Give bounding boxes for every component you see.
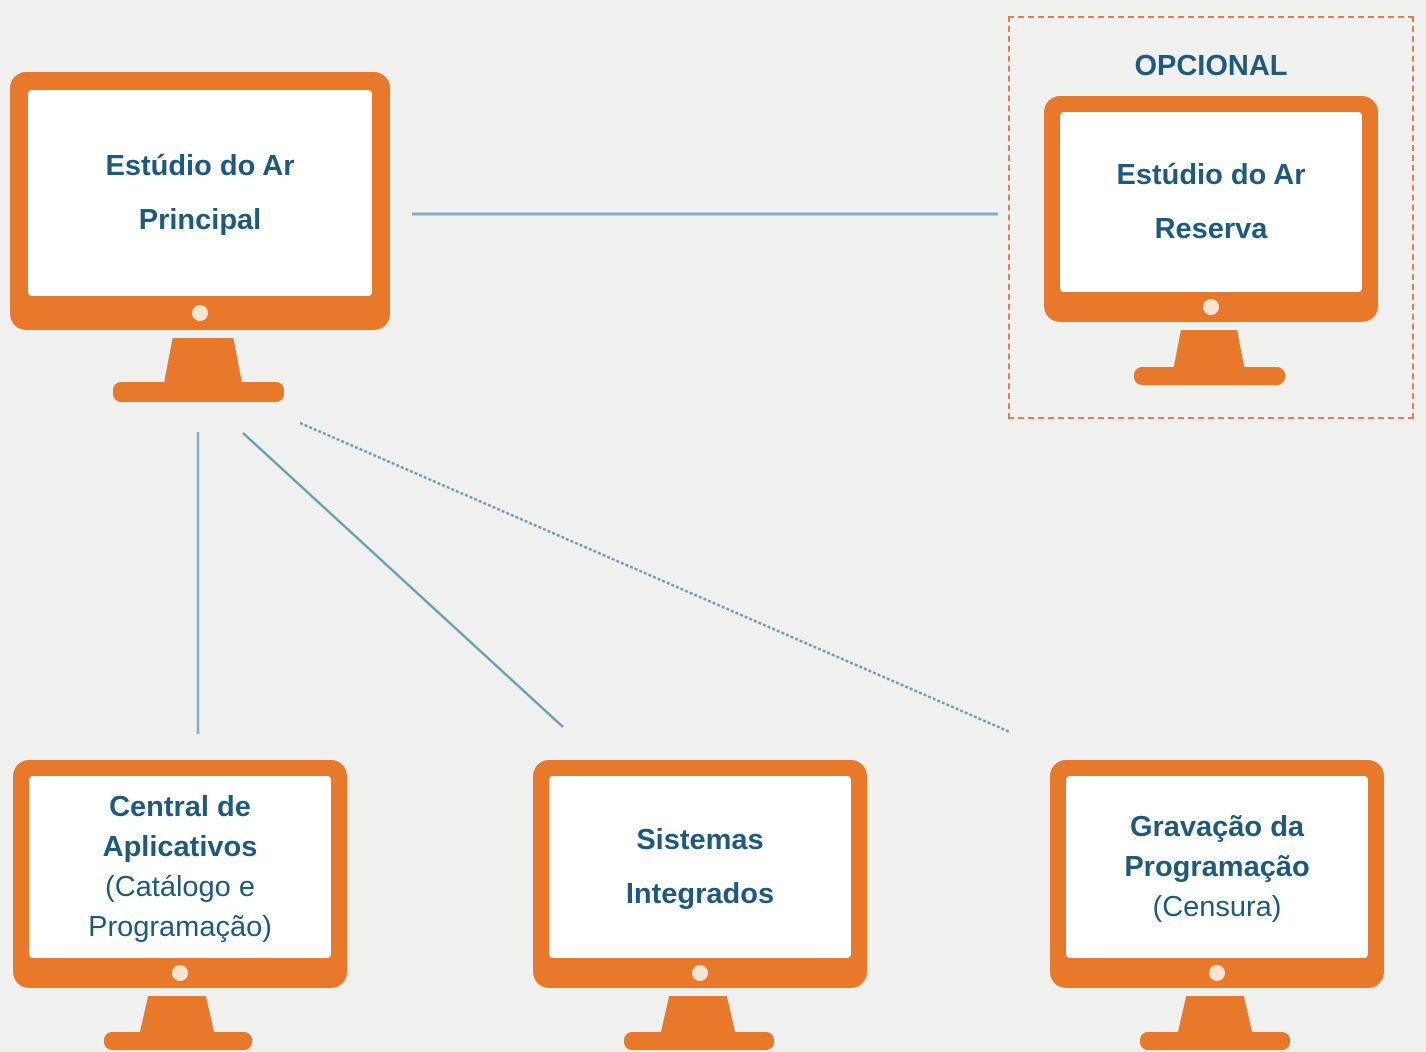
power-button-icon — [172, 965, 188, 981]
optional-group-label: OPCIONAL — [1134, 50, 1288, 82]
node-sublabel: (Catálogo e — [105, 871, 255, 903]
node-label: Reserva — [1154, 213, 1268, 245]
node-label: Estúdio do Ar — [105, 150, 295, 182]
monitor-screen: Central de Aplicativos (Catálogo e Progr… — [29, 776, 331, 958]
optional-group-box — [1008, 16, 1414, 419]
node-label: Central de — [109, 791, 251, 823]
desktop-monitor-icon: Estúdio do Ar Principal — [10, 72, 390, 330]
monitor-screen: Sistemas Integrados — [549, 776, 851, 958]
monitor-stand-base — [113, 382, 284, 402]
monitor-screen: Estúdio do Ar Principal — [28, 90, 372, 296]
monitor-screen: Estúdio do Ar Reserva — [1060, 112, 1362, 292]
node-label: Aplicativos — [102, 831, 258, 863]
monitor-stand-neck — [163, 338, 243, 388]
power-button-icon — [692, 965, 708, 981]
monitor-stand-base — [1140, 1032, 1290, 1050]
connector-principal-sistemas — [242, 432, 564, 728]
power-button-icon — [192, 305, 208, 321]
monitor-stand-neck — [1177, 996, 1253, 1036]
desktop-monitor-icon: Central de Aplicativos (Catálogo e Progr… — [13, 760, 347, 988]
node-label: Estúdio do Ar — [1116, 159, 1306, 191]
monitor-stand-base — [1134, 367, 1285, 385]
node-label: Integrados — [625, 878, 775, 910]
node-label: Sistemas — [636, 824, 764, 856]
power-button-icon — [1203, 299, 1219, 315]
monitor-stand-neck — [139, 996, 215, 1036]
desktop-monitor-icon: Gravação da Programação (Censura) — [1050, 760, 1384, 988]
node-label: Programação — [1124, 851, 1310, 883]
monitor-stand-base — [624, 1032, 774, 1050]
monitor-screen: Gravação da Programação (Censura) — [1066, 776, 1368, 958]
desktop-monitor-icon: Sistemas Integrados — [533, 760, 867, 988]
desktop-monitor-icon: Estúdio do Ar Reserva — [1044, 96, 1378, 322]
power-button-icon — [1209, 965, 1225, 981]
node-label: Principal — [138, 204, 262, 236]
monitor-stand-base — [104, 1032, 252, 1050]
node-sublabel: (Censura) — [1152, 891, 1282, 923]
monitor-stand-neck — [660, 996, 736, 1036]
connector-principal-gravacao — [299, 421, 1011, 734]
node-sublabel: Programação) — [88, 911, 272, 943]
node-label: Gravação da — [1129, 811, 1305, 843]
